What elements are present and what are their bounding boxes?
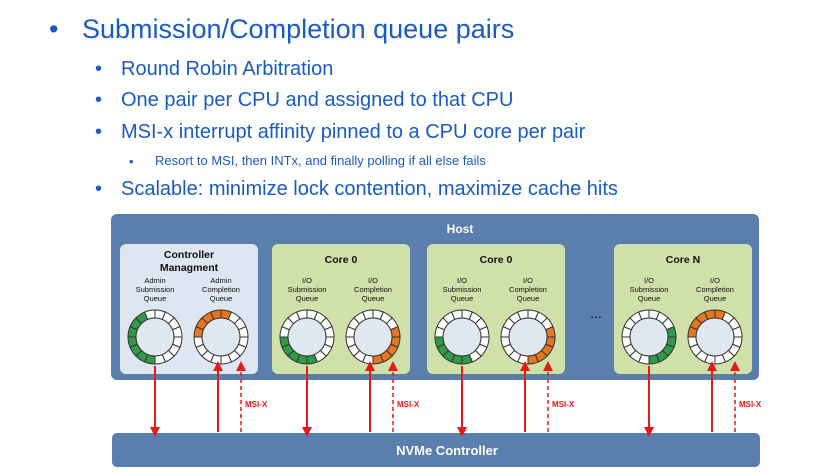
msi-x-label: MSI-X [245,400,268,409]
bullet-item-text: One pair per CPU and assigned to that CP… [121,89,514,111]
queue-label: Queue [296,294,319,303]
bullet-item-text: Round Robin Arbitration [121,58,334,80]
bullet-dot: • [49,14,59,44]
nvme-controller-bar [112,433,760,467]
queue-ring [127,309,183,365]
queue-label: I/O [368,276,378,285]
queue-label: I/O [523,276,533,285]
queue-label: Queue [451,294,474,303]
queue-label: Completion [696,285,734,294]
queue-label: Submission [630,285,669,294]
queue-label: Admin [144,276,165,285]
queue-hub [508,317,548,357]
bullet-dot: • [95,89,103,111]
queue-label: I/O [644,276,654,285]
queue-label: Admin [210,276,231,285]
queue-label: Queue [362,294,385,303]
msi-x-label: MSI-X [552,400,575,409]
msi-x-label: MSI-X [739,400,762,409]
queue-label: Completion [509,285,547,294]
queue-label: Queue [704,294,727,303]
queue-hub [201,317,241,357]
ellipsis-label: ... [590,305,602,321]
queue-label: Submission [443,285,482,294]
queue-label: Queue [638,294,661,303]
group-title: Core 0 [325,254,358,266]
queue-ring [345,309,401,365]
msi-x-label: MSI-X [397,400,420,409]
bullet-dot: • [95,58,103,80]
queue-label: I/O [710,276,720,285]
queue-hub [629,317,669,357]
queue-label: Queue [210,294,233,303]
queue-label: Queue [517,294,540,303]
queue-label: Queue [144,294,167,303]
queue-hub [287,317,327,357]
queue-hub [695,317,735,357]
bullet-item-text: Scalable: minimize lock contention, maxi… [121,178,618,200]
queue-label: Submission [288,285,327,294]
queue-hub [135,317,175,357]
queue-label: I/O [302,276,312,285]
queue-ring [500,309,556,365]
bullet-dot: • [95,121,103,143]
queue-ring [621,309,677,365]
group-title: Managment [160,262,219,274]
group-title: Core N [666,254,700,266]
queue-hub [353,317,393,357]
groups-layer: ControllerManagmentAdminSubmissionQueueA… [120,244,762,437]
nvme-controller-label: NVMe Controller [396,443,498,458]
queue-ring [687,309,743,365]
bullet-item-text: MSI-x interrupt affinity pinned to a CPU… [121,121,586,143]
queue-label: Completion [354,285,392,294]
group-title: Controller [164,249,214,261]
bullet-dot: • [129,154,134,169]
queue-label: Completion [202,285,240,294]
queue-label: I/O [457,276,467,285]
queue-hub [442,317,482,357]
host-label: Host [447,222,474,236]
queue-ring [434,309,490,365]
queue-label: Submission [136,285,175,294]
bullet-sub-item-text: Resort to MSI, then INTx, and finally po… [155,153,486,168]
bullet-main-text: Submission/Completion queue pairs [82,14,515,44]
group-title: Core 0 [480,254,513,266]
queue-ring [193,309,249,365]
bullet-dot: • [95,178,103,200]
queue-ring [279,309,335,365]
